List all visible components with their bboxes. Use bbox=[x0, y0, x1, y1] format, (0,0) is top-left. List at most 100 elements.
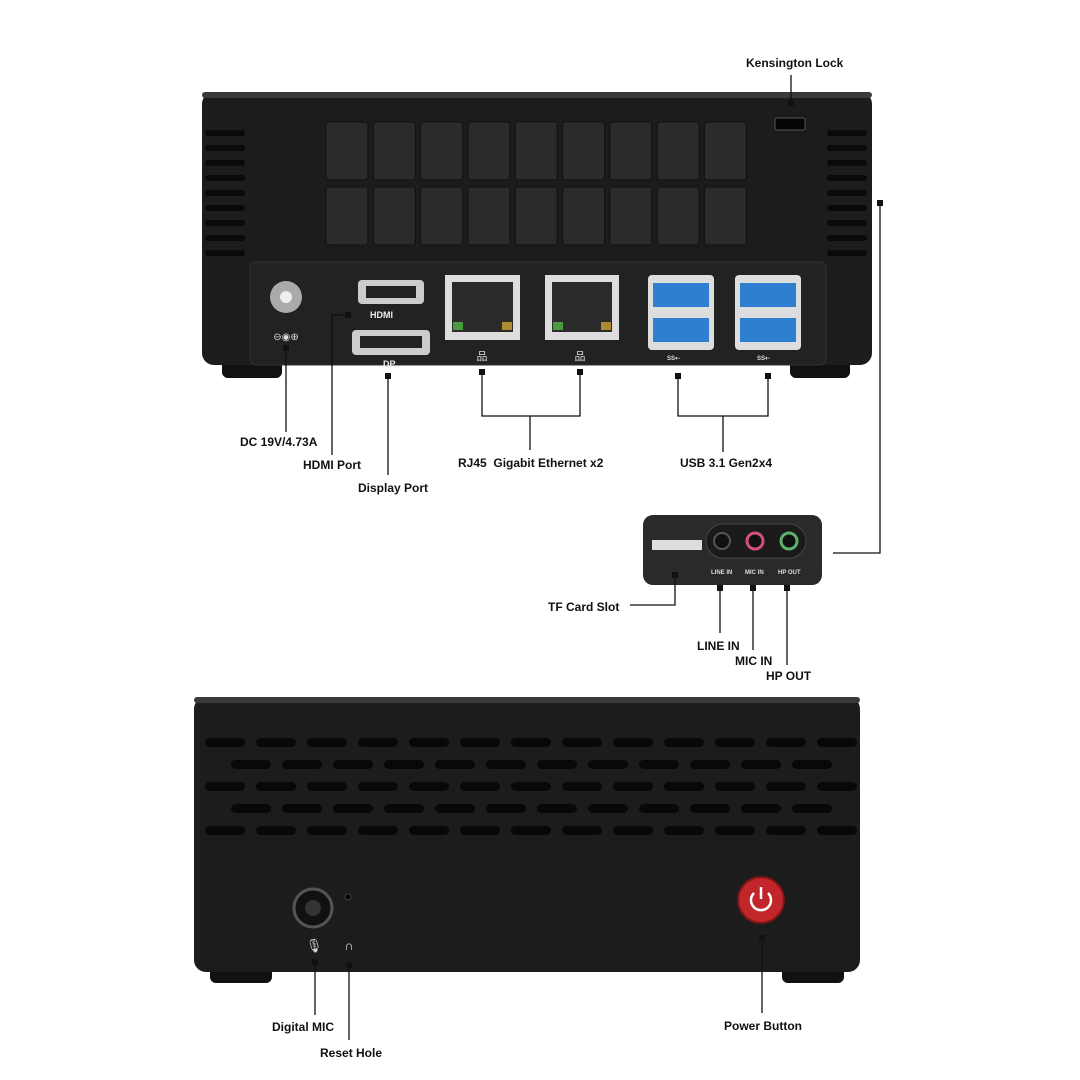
vent-slot bbox=[562, 782, 602, 791]
vent-grille bbox=[562, 121, 605, 181]
vent-slot bbox=[256, 782, 296, 791]
vent-grille bbox=[420, 121, 464, 181]
vent-grille bbox=[562, 186, 605, 246]
mic-in-port-label: MIC IN bbox=[745, 570, 764, 576]
usb-port-label: SS⇠ bbox=[757, 356, 771, 362]
side-groove bbox=[205, 220, 245, 226]
usb-label: USB 3.1 Gen2x4 bbox=[680, 456, 773, 470]
vent-slot bbox=[256, 738, 296, 747]
side-groove bbox=[205, 160, 245, 166]
vent-slot bbox=[384, 760, 424, 769]
vent-slot bbox=[282, 760, 322, 769]
vent-grille bbox=[467, 121, 511, 181]
ethernet-icon: 品 bbox=[477, 350, 488, 363]
vent-grille bbox=[372, 186, 416, 246]
vent-slot bbox=[205, 826, 245, 835]
vent-slot bbox=[460, 782, 500, 791]
side-groove bbox=[205, 175, 245, 181]
reset-hole bbox=[344, 893, 352, 901]
hdmi-label: HDMI Port bbox=[303, 458, 361, 472]
vent-slot bbox=[817, 738, 857, 747]
vent-slot bbox=[562, 826, 602, 835]
power-button[interactable] bbox=[737, 876, 785, 924]
ethernet-icon: 品 bbox=[575, 350, 586, 363]
vent-slot bbox=[231, 804, 271, 813]
vent-slot bbox=[409, 826, 449, 835]
front-view-device: 🎙 ∩ bbox=[194, 697, 860, 983]
vent-slot bbox=[486, 804, 526, 813]
vent-grille bbox=[609, 186, 653, 246]
tf-card-label: TF Card Slot bbox=[548, 600, 620, 614]
vent-slot bbox=[690, 804, 730, 813]
vent-slot bbox=[588, 760, 628, 769]
vent-slot bbox=[358, 782, 398, 791]
vent-grille bbox=[372, 121, 416, 181]
vent-slot bbox=[537, 804, 577, 813]
vent-slot bbox=[231, 760, 271, 769]
rj45-label: RJ45 Gigabit Ethernet x2 bbox=[458, 456, 604, 470]
hp-out-label: HP OUT bbox=[766, 669, 812, 683]
vent-slot bbox=[766, 738, 806, 747]
vent-slot bbox=[690, 760, 730, 769]
vent-slot bbox=[435, 804, 475, 813]
dc-label: DC 19V/4.73A bbox=[240, 435, 318, 449]
usb-ports-2 bbox=[735, 275, 801, 350]
mic-in-label: MIC IN bbox=[735, 654, 773, 668]
side-groove bbox=[827, 145, 867, 151]
usb-ports-1 bbox=[648, 275, 714, 350]
vent-slot bbox=[409, 738, 449, 747]
dc-polarity-icon: ⊖◉⊕ bbox=[273, 332, 298, 343]
hdmi-port-label: HDMI bbox=[370, 310, 393, 320]
vent-slot bbox=[333, 760, 373, 769]
side-groove bbox=[827, 235, 867, 241]
vent-grille bbox=[609, 121, 653, 181]
vent-slot bbox=[639, 760, 679, 769]
vent-slot bbox=[588, 804, 628, 813]
tf-card-slot bbox=[652, 540, 702, 550]
vent-slot bbox=[384, 804, 424, 813]
kensington-lock-label: Kensington Lock bbox=[746, 56, 844, 70]
vent-grille bbox=[656, 186, 700, 246]
dp-port-label: DP bbox=[383, 359, 396, 369]
rear-view-device: ⊖◉⊕ 品 品 bbox=[202, 92, 872, 378]
rj45-port-2 bbox=[545, 275, 619, 340]
vent-slot bbox=[358, 826, 398, 835]
power-button-label: Power Button bbox=[724, 1019, 802, 1033]
vent-slot bbox=[307, 738, 347, 747]
vent-grille bbox=[703, 186, 747, 246]
vent-slot bbox=[741, 804, 781, 813]
vent-slot bbox=[817, 826, 857, 835]
vent-slot bbox=[613, 782, 653, 791]
vent-grille bbox=[467, 186, 511, 246]
microphone-icon: 🎙 bbox=[306, 938, 323, 953]
front-audio-panel bbox=[643, 515, 822, 585]
vent-slot bbox=[409, 782, 449, 791]
vent-slot bbox=[307, 826, 347, 835]
vent-slot bbox=[205, 738, 245, 747]
vent-slot bbox=[766, 826, 806, 835]
vent-slot bbox=[435, 760, 475, 769]
vent-slot bbox=[792, 804, 832, 813]
vent-slot bbox=[205, 782, 245, 791]
vent-slot bbox=[664, 826, 704, 835]
vent-slot bbox=[511, 782, 551, 791]
side-groove bbox=[205, 190, 245, 196]
vent-slot bbox=[664, 782, 704, 791]
digital-mic-label: Digital MIC bbox=[272, 1020, 334, 1034]
reset-hole-label: Reset Hole bbox=[320, 1046, 383, 1060]
line-in-port-label: LINE IN bbox=[711, 570, 733, 576]
vent-slot bbox=[486, 760, 526, 769]
vent-slot bbox=[333, 804, 373, 813]
vent-slot bbox=[715, 782, 755, 791]
vent-grille bbox=[514, 121, 558, 181]
vent-slot bbox=[715, 738, 755, 747]
line-in-label: LINE IN bbox=[697, 639, 740, 653]
side-groove bbox=[827, 205, 867, 211]
power-icon bbox=[749, 892, 773, 912]
reset-icon: ∩ bbox=[344, 938, 353, 953]
vent-slot bbox=[307, 782, 347, 791]
vent-slot bbox=[358, 738, 398, 747]
vent-slot bbox=[282, 804, 322, 813]
